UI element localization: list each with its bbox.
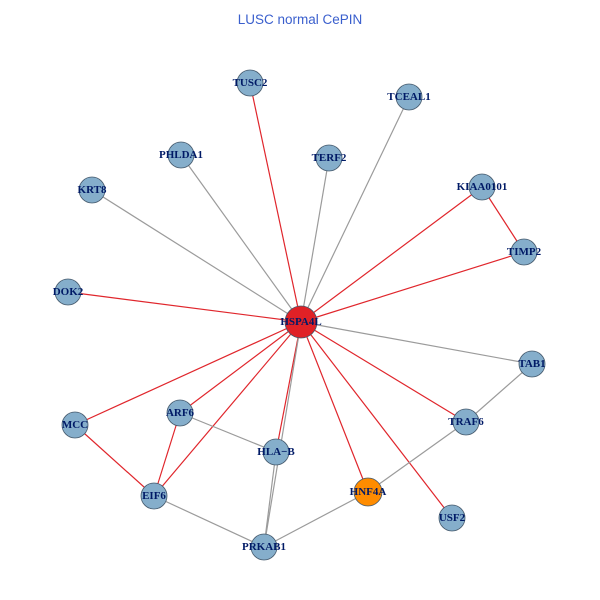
edge-HSPA4L-HNF4A: [300, 321, 369, 493]
nodes-layer: [54, 69, 546, 561]
node-HNF4A: [353, 477, 383, 507]
edge-HSPA4L-EIF6: [153, 321, 302, 497]
edge-HSPA4L-TERF2: [300, 157, 330, 323]
edge-HSPA4L-TIMP2: [300, 251, 525, 323]
edge-EIF6-PRKAB1: [153, 495, 265, 548]
edge-TRAF6-HNF4A: [367, 421, 467, 493]
edge-ARF6-EIF6: [153, 412, 181, 497]
node-ARF6: [166, 399, 194, 427]
edge-HSPA4L-USF2: [300, 321, 453, 519]
node-DOK2: [54, 278, 82, 306]
edge-HSPA4L-TAB1: [300, 321, 533, 365]
edge-HSPA4L-TRAF6: [300, 321, 467, 423]
edge-ARF6-HLA-B: [179, 412, 277, 453]
edge-MCC-EIF6: [74, 424, 155, 497]
node-TRAF6: [452, 408, 480, 436]
node-KRT8: [78, 176, 106, 204]
edge-HSPA4L-TUSC2: [249, 82, 302, 323]
node-TAB1: [518, 350, 546, 378]
edge-PRKAB1-HNF4A: [263, 491, 369, 548]
edge-HSPA4L-DOK2: [67, 291, 302, 323]
plot-title: LUSC normal CePIN: [238, 12, 363, 27]
edge-HSPA4L-TCEAL1: [300, 96, 410, 323]
node-HSPA4L: [284, 305, 318, 339]
node-PHLDA1: [167, 141, 195, 169]
edge-HSPA4L-PHLDA1: [180, 154, 302, 323]
node-USF2: [438, 504, 466, 532]
node-HLA-B: [262, 438, 290, 466]
edge-HSPA4L-KIAA0101: [300, 186, 483, 323]
node-TERF2: [315, 144, 343, 172]
node-TUSC2: [236, 69, 264, 97]
node-TCEAL1: [395, 83, 423, 111]
node-EIF6: [140, 482, 168, 510]
edge-HSPA4L-PRKAB1: [263, 321, 302, 548]
node-PRKAB1: [250, 533, 278, 561]
node-MCC: [61, 411, 89, 439]
node-TIMP2: [510, 238, 538, 266]
edge-HSPA4L-KRT8: [91, 189, 302, 323]
node-KIAA0101: [468, 173, 496, 201]
edge-HLA-B-PRKAB1: [263, 451, 277, 548]
edge-HSPA4L-ARF6: [179, 321, 302, 414]
edge-HSPA4L-MCC: [74, 321, 302, 426]
edge-TAB1-TRAF6: [465, 363, 533, 423]
